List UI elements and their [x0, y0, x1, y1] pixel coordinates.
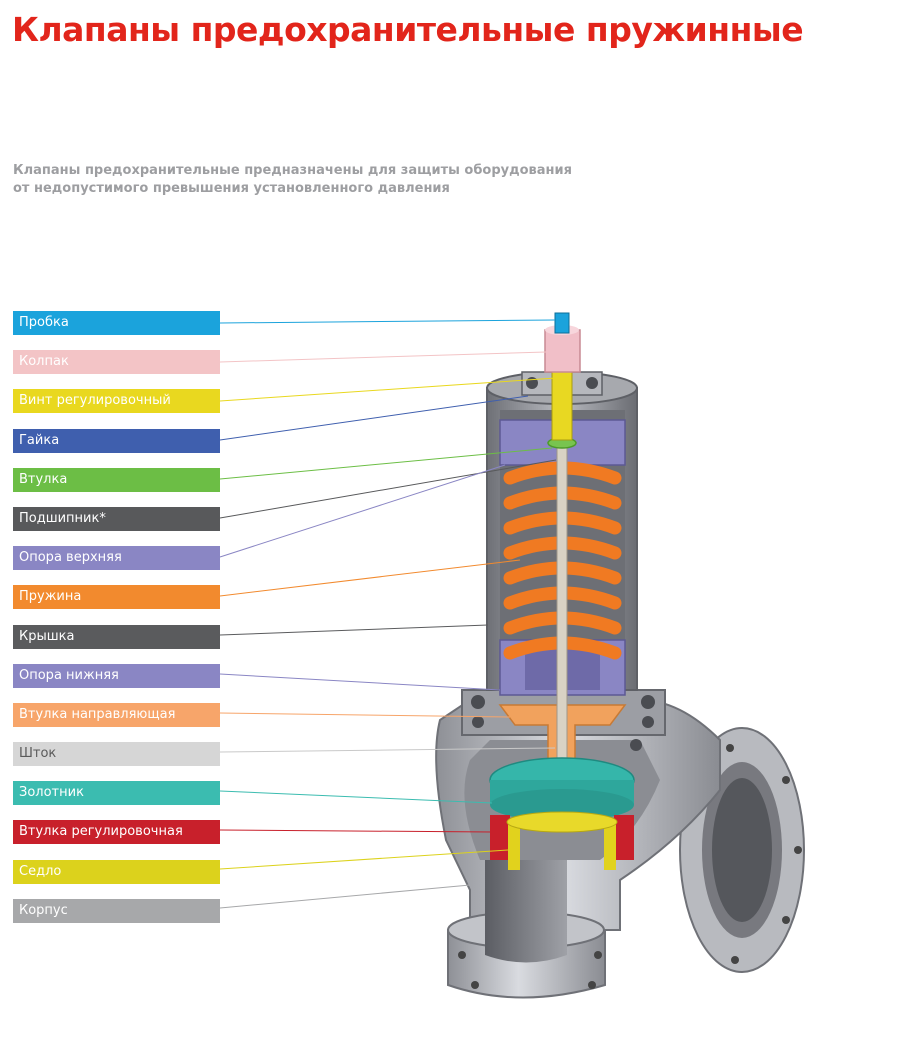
subtitle-line-2: от недопустимого превышения установленно… [13, 181, 450, 196]
part-label: Корпус [13, 898, 220, 923]
page-title: Клапаны предохранительные пружинные [12, 10, 804, 49]
page-subtitle: Клапаны предохранительные предназначены … [13, 162, 573, 198]
part-label: Седло [13, 859, 220, 884]
part-label: Втулка [13, 467, 220, 492]
seat-assembly [490, 811, 634, 870]
part-label: Колпак [13, 350, 220, 375]
top-assembly [521, 312, 603, 449]
part-label: Втулка направляющая [13, 702, 220, 727]
part-label: Винт регулировочный [13, 389, 220, 414]
part-label: Шток [13, 742, 220, 767]
part-label: Пружина [13, 585, 220, 610]
disc [489, 757, 635, 821]
part-label: Опора верхняя [13, 546, 220, 571]
part-label: Опора нижняя [13, 663, 220, 688]
part-label: Золотник [13, 781, 220, 806]
part-label: Пробка [13, 311, 220, 335]
part-label: Подшипник* [13, 506, 220, 531]
part-label: Гайка [13, 428, 220, 453]
leader-lines [219, 319, 557, 909]
part-label: Крышка [13, 624, 220, 649]
part-label: Втулка регулировочная [13, 820, 220, 845]
subtitle-line-1: Клапаны предохранительные предназначены … [13, 163, 572, 178]
